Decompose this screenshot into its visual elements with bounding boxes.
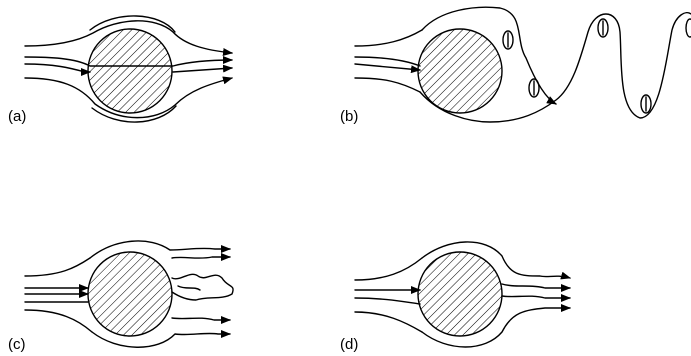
- panel-a-label: (a): [8, 108, 26, 125]
- panel-b-label: (b): [340, 108, 358, 125]
- panel-b-vortices: [503, 19, 691, 113]
- panel-d: (d): [340, 242, 570, 353]
- panel-c-label: (c): [8, 336, 26, 353]
- panel-c: (c): [8, 241, 233, 353]
- panel-a: (a): [8, 16, 232, 125]
- vortex-5: [686, 19, 691, 37]
- panel-b: (b): [340, 7, 691, 125]
- panel-d-cylinder: [418, 252, 502, 336]
- panel-a-cylinder: [88, 29, 172, 113]
- panel-b-cylinder: [418, 29, 502, 113]
- panel-d-label: (d): [340, 336, 358, 353]
- panel-c-cylinder: [88, 252, 172, 336]
